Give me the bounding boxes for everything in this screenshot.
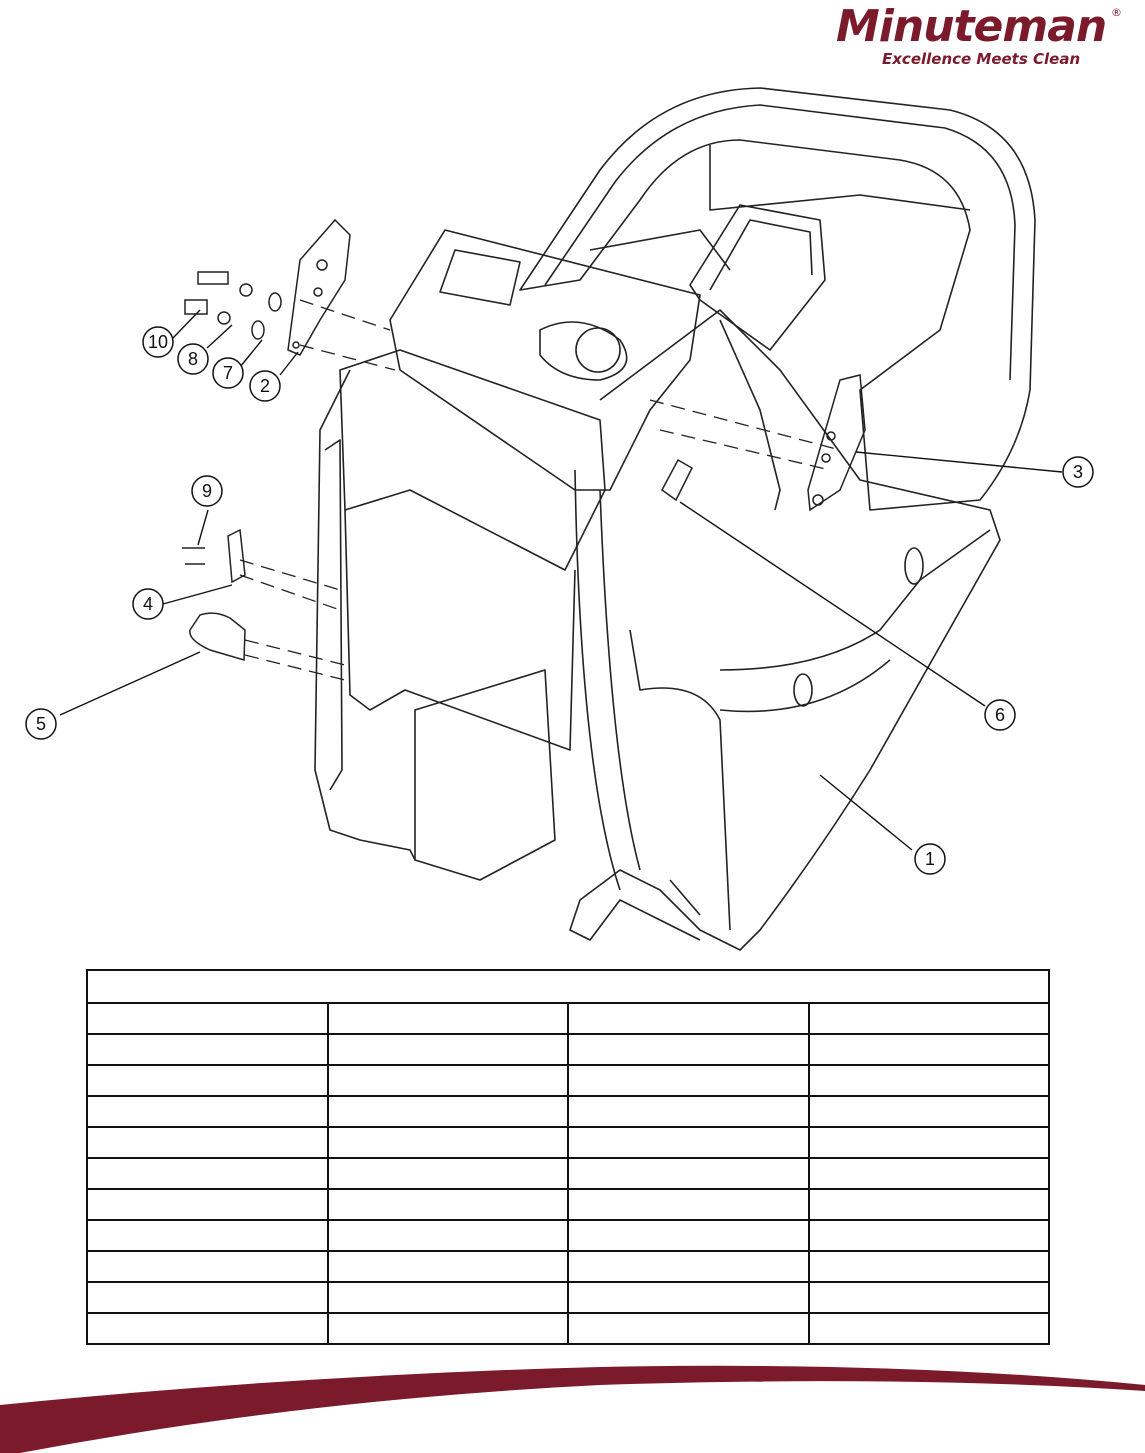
table-cell [567, 1033, 810, 1066]
table-cell [567, 1281, 810, 1314]
table-cell [807, 1064, 1050, 1097]
center-column [689, 204, 826, 351]
table-cell [86, 1219, 329, 1252]
table-cell [807, 1095, 1050, 1128]
table-cell [326, 1250, 569, 1283]
table-cell [86, 1095, 329, 1128]
latch-bracket [227, 528, 246, 584]
table-cell [807, 1188, 1050, 1221]
table-cell [326, 1157, 569, 1190]
table-cell [807, 1126, 1050, 1159]
table-cell [807, 1281, 1050, 1314]
body-left-side [314, 369, 416, 861]
exploded-parts-diagram: 10 8 7 2 9 4 5 3 6 1 [25, 87, 1094, 951]
table-cell [326, 1033, 569, 1066]
callout-8: 8 [188, 349, 198, 369]
header-cell [326, 1002, 569, 1035]
table-cell [86, 1188, 329, 1221]
brand-tagline: Excellence Meets Clean [882, 50, 1081, 68]
table-cell [567, 1064, 810, 1097]
callout-6: 6 [995, 705, 1005, 725]
table-cell [326, 1188, 569, 1221]
bolt-long [197, 271, 229, 285]
table-cell [567, 1157, 810, 1190]
table-title [86, 969, 1050, 1004]
header-cell [567, 1002, 810, 1035]
table-cell [807, 1250, 1050, 1283]
table-cell [86, 1126, 329, 1159]
callout-3: 3 [1073, 462, 1083, 482]
registered-mark: ® [1111, 6, 1122, 19]
table-cell [326, 1312, 569, 1345]
callout-7: 7 [223, 363, 233, 383]
brand-name: Minuteman [836, 1, 1107, 52]
hose-fitting [661, 458, 693, 502]
bolt-short [184, 299, 208, 315]
callout-9: 9 [202, 481, 212, 501]
table-cell [567, 1250, 810, 1283]
table-cell [86, 1157, 329, 1190]
table-cell [86, 1250, 329, 1283]
table-cell [807, 1219, 1050, 1252]
table-cell [807, 1157, 1050, 1190]
table-row [86, 1095, 1050, 1128]
table-cell [86, 1281, 329, 1314]
table-row [86, 1312, 1050, 1345]
table-cell [807, 1312, 1050, 1345]
footer-swoosh [0, 1365, 1145, 1453]
hose-clip [189, 612, 246, 661]
callout-10: 10 [148, 332, 168, 352]
table-cell [567, 1095, 810, 1128]
table-cell [326, 1064, 569, 1097]
table-row [86, 1219, 1050, 1252]
bracket-plate-left [287, 218, 351, 356]
table-row [86, 1188, 1050, 1221]
table-cell [326, 1219, 569, 1252]
rear-handle [519, 87, 1036, 511]
lower-front-panel [414, 669, 556, 881]
table-cell [326, 1095, 569, 1128]
table-row [86, 1250, 1050, 1283]
header-cell [86, 1002, 329, 1035]
table-cell [807, 1033, 1050, 1066]
body-right-shell [569, 309, 1001, 951]
table-row [86, 1157, 1050, 1190]
front-panel-left [339, 349, 606, 571]
callout-5: 5 [36, 714, 46, 734]
table-row [86, 1064, 1050, 1097]
table-row [86, 1281, 1050, 1314]
header-cell [807, 1002, 1050, 1035]
table-cell [86, 1064, 329, 1097]
table-header-row [86, 1002, 1050, 1035]
brand-logo: Minuteman ® Excellence Meets Clean [836, 4, 1126, 70]
callout-2: 2 [260, 376, 270, 396]
table-cell [86, 1312, 329, 1345]
table-row [86, 1033, 1050, 1066]
top-tray [389, 229, 701, 491]
callout-1: 1 [925, 849, 935, 869]
table-cell [567, 1188, 810, 1221]
table-cell [86, 1033, 329, 1066]
parts-list-table [86, 969, 1050, 1345]
table-title-row [86, 969, 1050, 1004]
callout-4: 4 [143, 594, 153, 614]
table-cell [326, 1281, 569, 1314]
table-cell [326, 1126, 569, 1159]
table-cell [567, 1312, 810, 1345]
table-cell [567, 1219, 810, 1252]
bracket-plate-right [807, 374, 866, 512]
table-row [86, 1126, 1050, 1159]
table-cell [567, 1126, 810, 1159]
